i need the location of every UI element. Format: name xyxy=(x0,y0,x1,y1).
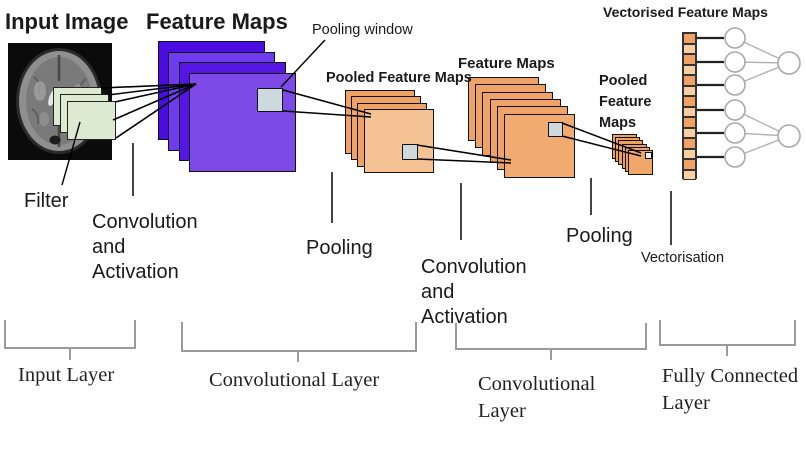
output-neuron-2 xyxy=(777,124,801,148)
hidden-to-output-line-6 xyxy=(744,139,780,155)
hidden-neuron-2 xyxy=(724,51,746,73)
vector-cell-9 xyxy=(683,117,696,128)
vector-cell-10 xyxy=(683,127,696,138)
hidden-to-output-line-5 xyxy=(744,132,779,137)
hidden-neuron-3 xyxy=(724,74,746,96)
fully-connected-network xyxy=(697,27,801,168)
vector-cell-12 xyxy=(683,148,696,159)
hidden-neuron-4 xyxy=(724,99,746,121)
hidden-to-output-line-2 xyxy=(744,61,779,64)
vectorised-feature-map-strip xyxy=(682,32,697,180)
hidden-to-output-line-3 xyxy=(743,66,780,82)
output-neuron-1 xyxy=(777,51,801,75)
vector-cell-7 xyxy=(683,96,696,107)
input-image-title: Input Image xyxy=(5,9,129,34)
vectorisation-label: Vectorisation xyxy=(641,250,725,266)
hidden-to-output-line-4 xyxy=(743,113,780,132)
vector-cell-2 xyxy=(683,43,696,54)
convolution-activation-2-label: Convolution and Activation xyxy=(421,256,527,328)
filter-square-front xyxy=(67,101,116,140)
feature-maps-2-title: Feature Maps xyxy=(458,55,555,72)
convolutional-layer-1-bracket xyxy=(181,322,417,362)
convolutional-layer-2-label: Convolutional Layer xyxy=(478,373,596,422)
fully-connected-layer-bracket xyxy=(659,320,796,356)
input-layer-label: Input Layer xyxy=(18,364,115,386)
pooling-window-2 xyxy=(402,144,418,160)
pooling-2-label: Pooling xyxy=(566,225,633,247)
pooling-window-label: Pooling window xyxy=(312,22,413,38)
feature-map-2-square-6 xyxy=(504,113,575,178)
vector-cell-5 xyxy=(683,75,696,86)
convolution-activation-1-label: Convolution and Activation xyxy=(92,211,198,283)
vector-cell-14 xyxy=(683,169,696,180)
feature-maps-1-title: Feature Maps xyxy=(146,9,288,34)
vectorised-feature-maps-title: Vectorised Feature Maps xyxy=(603,4,768,20)
pooled-feature-maps-2-title: Pooled Feature Maps xyxy=(599,73,652,131)
pooling-window-1 xyxy=(257,88,283,112)
pooled-feature-maps-1-title: Pooled Feature Maps xyxy=(326,70,472,86)
convolutional-layer-1-label: Convolutional Layer xyxy=(209,369,380,391)
vector-cell-8 xyxy=(683,106,696,117)
vector-cell-6 xyxy=(683,85,696,96)
vector-cell-4 xyxy=(683,64,696,75)
layer-brackets xyxy=(4,320,796,362)
hidden-neuron-6 xyxy=(724,146,746,168)
pooling-window-4 xyxy=(645,152,652,159)
filter-label: Filter xyxy=(24,190,69,212)
fully-connected-layer-label: Fully Connected Layer xyxy=(662,365,799,414)
hidden-to-output-line-1 xyxy=(743,41,780,60)
pooling-window-3 xyxy=(548,122,563,137)
pooled-map-1-square-4 xyxy=(363,108,434,173)
vector-cell-3 xyxy=(683,54,696,65)
vector-cell-13 xyxy=(683,159,696,170)
vector-cell-11 xyxy=(683,138,696,149)
hidden-neuron-1 xyxy=(724,27,746,49)
vector-cell-1 xyxy=(683,33,696,44)
hidden-neuron-5 xyxy=(724,122,746,144)
pooling-1-label: Pooling xyxy=(306,237,373,259)
input-layer-bracket xyxy=(4,320,136,360)
